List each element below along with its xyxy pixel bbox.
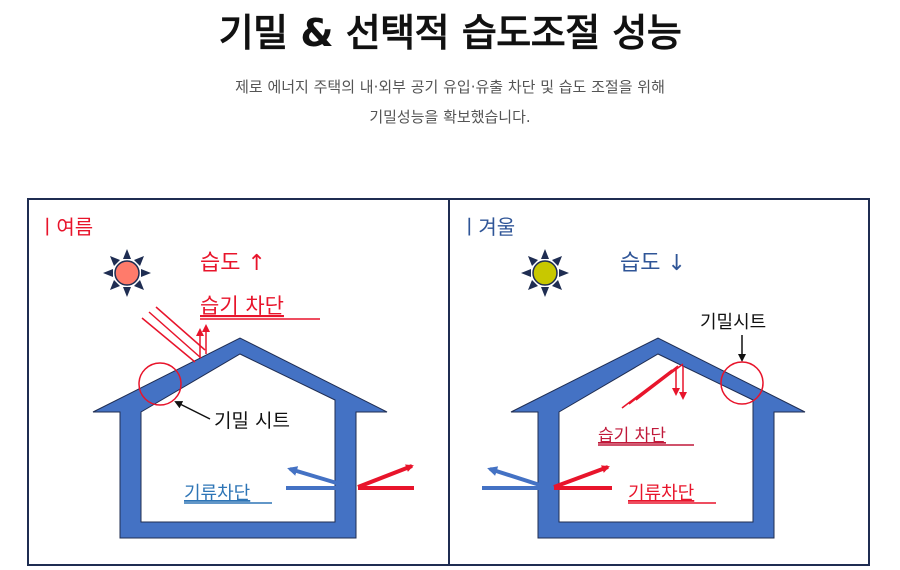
subtitle-line-2: 기밀성능을 확보했습니다. xyxy=(369,108,531,126)
winter-humidity-label: 습도 ↓ xyxy=(620,251,686,276)
sun-icon xyxy=(103,249,151,297)
summer-airtight-circle xyxy=(138,362,182,406)
winter-airflow-label: 기류차단 xyxy=(628,483,694,504)
winter-airflow-arrows xyxy=(482,465,612,490)
summer-panel xyxy=(27,198,450,566)
subtitle-line-1: 제로 에너지 주택의 내·외부 공기 유입·유출 차단 및 습도 조절을 위해 xyxy=(235,78,665,96)
summer-season-label: ㅣ여름 xyxy=(38,215,93,239)
summer-airflow-arrows xyxy=(286,464,414,490)
page-title: 기밀 & 선택적 습도조절 성능 xyxy=(218,11,682,55)
summer-airflow-label: 기류차단 xyxy=(184,483,250,504)
sun-icon xyxy=(521,249,569,297)
summer-airtight-label: 기밀 시트 xyxy=(214,410,290,432)
winter-moisture-arrows xyxy=(621,363,687,409)
winter-airtight-circle xyxy=(720,361,764,405)
winter-moisture-block-label: 습기 차단 xyxy=(598,426,666,446)
winter-airtight-label: 기밀시트 xyxy=(700,312,766,333)
summer-moisture-block-label: 습기 차단 xyxy=(200,294,284,318)
summer-house xyxy=(92,337,388,539)
summer-moisture-arrows xyxy=(141,306,210,363)
winter-season-label: ㅣ겨울 xyxy=(460,215,515,239)
summer-humidity-label: 습도 ↑ xyxy=(200,251,266,276)
winter-house xyxy=(510,337,806,539)
